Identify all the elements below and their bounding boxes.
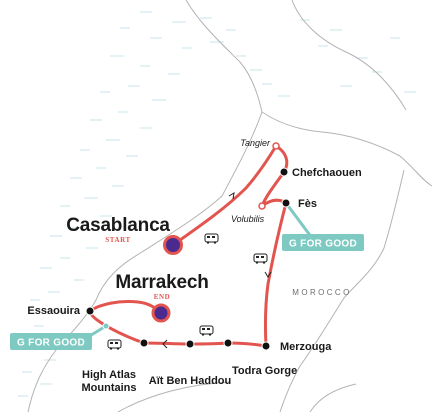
stop-fes <box>281 198 291 208</box>
essaouira-gfg-badge-text: G FOR GOOD <box>17 338 85 349</box>
direction-arrow-icon <box>162 339 168 349</box>
fes-gfg-badge-text: G FOR GOOD <box>289 239 357 250</box>
bus-icon <box>199 325 214 336</box>
start-tag: START <box>105 236 131 244</box>
route <box>88 144 289 348</box>
end-marker <box>151 303 171 323</box>
route-fes-merzouga <box>263 201 288 348</box>
marrakech-label: Marrakech <box>115 272 208 293</box>
merzouga-label: Merzouga <box>280 341 332 353</box>
stop-tangier <box>272 142 280 150</box>
stop-ait-ben-haddou <box>185 339 195 349</box>
volubilis-label: Volubilis <box>231 214 265 224</box>
stop-merzouga <box>261 341 271 351</box>
stop-chefchaouen <box>279 167 289 177</box>
stop-dots <box>85 167 291 351</box>
stop-volubilis <box>258 202 266 210</box>
stop-todra-gorge <box>223 338 233 348</box>
fes-gfg-badge: G FOR GOOD <box>282 234 364 251</box>
country-borders <box>27 0 432 412</box>
todra-gorge-label: Todra Gorge <box>232 365 297 377</box>
fes-label: Fès <box>298 198 317 210</box>
essaouira-gfg-marker <box>102 322 110 330</box>
country-label: MOROCCO <box>292 288 351 297</box>
essaouira-label: Essaouira <box>27 305 80 317</box>
water-hatch <box>18 11 416 397</box>
chefchaouen-label: Chefchaouen <box>292 167 362 179</box>
bus-icon <box>107 339 122 350</box>
end-tag: END <box>154 293 171 301</box>
route-todra-aitbenhaddou <box>188 341 230 346</box>
route-highatlas-essaouira <box>88 309 146 345</box>
high-atlas-label-line2: Mountains <box>82 382 137 394</box>
direction-arrow-icon <box>228 192 235 200</box>
high-atlas-label-line1: High Atlas <box>82 369 136 381</box>
route-essaouira-marrakech <box>88 300 163 315</box>
route-aitbenhaddou-highatlas <box>142 341 192 346</box>
essaouira-gfg-badge: G FOR GOOD <box>10 333 92 350</box>
bus-icon <box>204 233 219 244</box>
stop-high-atlas <box>139 338 149 348</box>
route-casablanca-tangier <box>171 144 278 247</box>
route-merzouga-todra <box>226 341 268 348</box>
stop-essaouira <box>85 306 95 316</box>
ait-ben-haddou-label: Aït Ben Haddou <box>149 375 232 387</box>
start-marker <box>163 235 183 255</box>
tangier-label: Tangier <box>240 138 271 148</box>
direction-arrow-icon <box>264 271 272 278</box>
casablanca-label: Casablanca <box>66 215 170 236</box>
bus-icon <box>253 253 268 264</box>
